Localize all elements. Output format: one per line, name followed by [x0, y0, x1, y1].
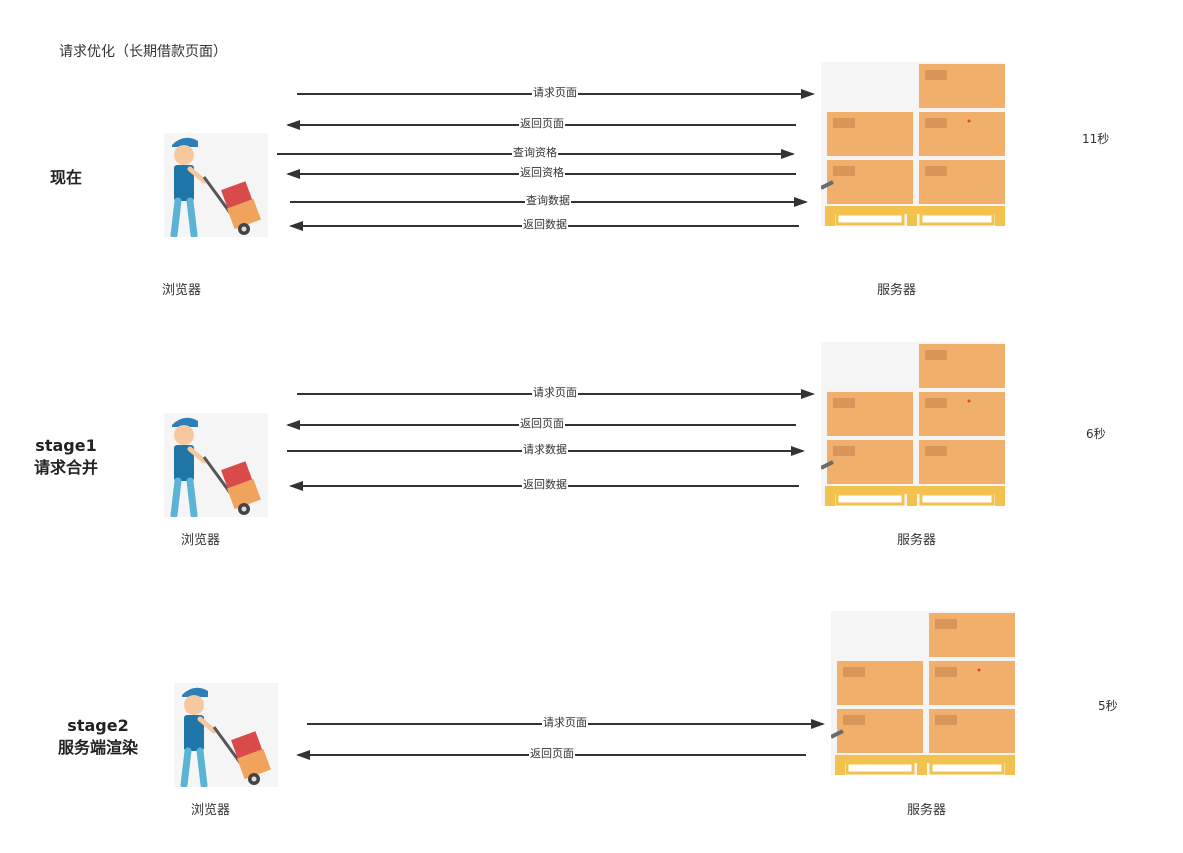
- stage-label-line1: 现在: [49, 168, 82, 187]
- server-boxes-icon: [821, 342, 1005, 506]
- arrow-label: 返回数据: [522, 478, 568, 492]
- arrow-request: 查询数据: [290, 194, 808, 208]
- stage-label-stage2: stage2 服务端渲染: [46, 715, 150, 759]
- arrow-label: 请求数据: [522, 443, 568, 457]
- server-label: 服务器: [877, 283, 917, 298]
- stage-label-line2: 请求合并: [33, 458, 98, 477]
- arrow-response: 返回数据: [289, 218, 799, 232]
- arrow-response: 返回页面: [286, 117, 796, 131]
- server-boxes-icon: [831, 611, 1015, 775]
- arrow-label: 查询数据: [525, 194, 571, 208]
- arrow-label: 请求页面: [532, 386, 578, 400]
- arrow-label: 返回页面: [519, 117, 565, 131]
- stage-label-line1: stage2: [67, 716, 129, 735]
- stage-label-stage1: stage1 请求合并: [24, 435, 108, 479]
- browser-person-icon: [174, 683, 278, 787]
- arrow-request: 请求数据: [287, 443, 805, 457]
- arrow-response: 返回数据: [289, 478, 799, 492]
- browser-label: 浏览器: [181, 533, 221, 548]
- duration-label: 5秒: [1098, 699, 1118, 713]
- arrow-response: 返回页面: [286, 417, 796, 431]
- arrow-label: 请求页面: [532, 86, 578, 100]
- page-title: 请求优化（长期借款页面）: [59, 44, 227, 60]
- arrow-label: 请求页面: [542, 716, 588, 730]
- arrow-request: 请求页面: [297, 86, 815, 100]
- arrow-label: 查询资格: [512, 146, 558, 160]
- browser-person-icon: [164, 413, 268, 517]
- browser-label: 浏览器: [191, 803, 231, 818]
- arrow-request: 查询资格: [277, 146, 795, 160]
- arrow-label: 返回页面: [529, 747, 575, 761]
- arrow-label: 返回资格: [519, 166, 565, 180]
- stage-label-line2: 服务端渲染: [57, 738, 138, 757]
- arrow-label: 返回页面: [519, 417, 565, 431]
- arrow-request: 请求页面: [297, 386, 815, 400]
- arrow-label: 返回数据: [522, 218, 568, 232]
- duration-label: 6秒: [1086, 427, 1106, 441]
- server-boxes-icon: [821, 62, 1005, 226]
- browser-label: 浏览器: [162, 283, 202, 298]
- arrow-response: 返回页面: [296, 747, 806, 761]
- stage-label-current: 现在: [38, 167, 94, 189]
- arrow-request: 请求页面: [307, 716, 825, 730]
- browser-person-icon: [164, 133, 268, 237]
- server-label: 服务器: [897, 533, 937, 548]
- stage-label-line1: stage1: [35, 436, 97, 455]
- server-label: 服务器: [907, 803, 947, 818]
- duration-label: 11秒: [1082, 132, 1110, 146]
- arrow-response: 返回资格: [286, 166, 796, 180]
